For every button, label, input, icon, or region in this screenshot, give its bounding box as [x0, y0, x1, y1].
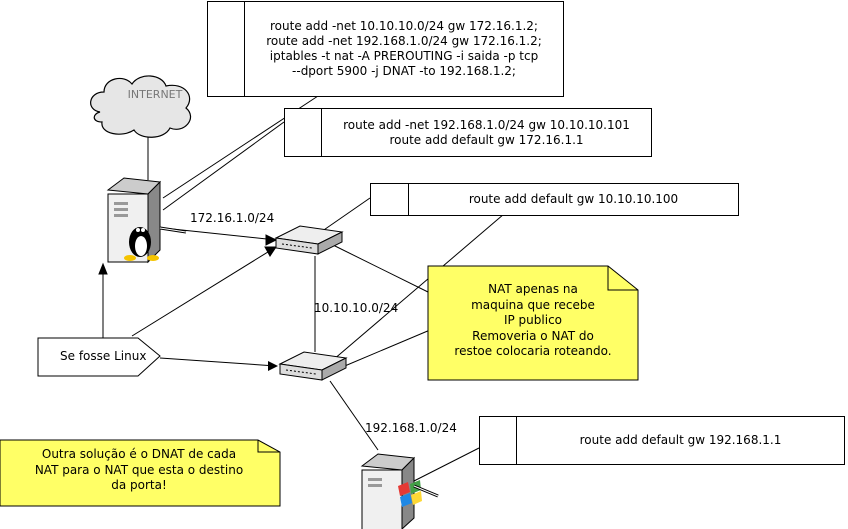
- note-line: maquina que recebe: [471, 297, 595, 312]
- callout-arrowhead: [268, 361, 278, 371]
- flag-red: [398, 482, 410, 496]
- router-icon: [274, 225, 344, 255]
- tux-eye: [141, 228, 145, 232]
- network-label: 172.16.1.0/24: [190, 211, 275, 225]
- router1-side: [317, 231, 343, 255]
- command-box-2: route add -net 192.168.1.0/24 gw 10.10.1…: [284, 108, 652, 157]
- command-line: route add -net 10.10.10.0/24 gw 172.16.1…: [270, 19, 538, 33]
- flag-yellow: [411, 491, 422, 505]
- callout-arrow-line: [159, 357, 277, 367]
- note-line: IP publico: [503, 313, 563, 327]
- link-router2-server2: [329, 380, 379, 451]
- link-callout-router1: [131, 246, 277, 337]
- network-label: 192.168.1.0/24: [365, 421, 457, 435]
- command-box-text: route add -net 192.168.1.0/24 gw 10.10.1…: [322, 109, 651, 156]
- command-box-4: route add default gw 192.168.1.1: [479, 416, 845, 465]
- router2-side: [321, 357, 347, 381]
- callout-shape: [37, 337, 161, 377]
- command-box-text: route add -net 10.10.10.0/24 gw 172.16.1…: [245, 2, 563, 96]
- router-icon: [278, 351, 348, 381]
- router2-ports: [285, 369, 317, 375]
- server-plug: [159, 227, 187, 233]
- command-box-tab: [480, 417, 517, 464]
- link-router2-nat: [339, 329, 431, 369]
- command-line: route add default gw 172.16.1.1: [389, 132, 584, 147]
- arrow-to-server: [98, 262, 108, 275]
- note-line: Outra solução é o DNAT de cada: [41, 447, 237, 461]
- leader-box3: [317, 197, 371, 235]
- cloud-label: INTERNET: [128, 88, 183, 101]
- linux-server-icon: [106, 177, 187, 264]
- server-bay: [114, 202, 128, 205]
- tux-belly: [135, 236, 147, 256]
- note-line: da porta!: [111, 478, 167, 492]
- note-line: restoe colocaria roteando.: [454, 344, 612, 358]
- leader-box2: [162, 121, 285, 211]
- arrow-to-router1-b: [264, 246, 277, 257]
- server-side-face: [147, 180, 161, 264]
- command-line: iptables -t nat -A PREROUTING -i saida -…: [269, 49, 539, 63]
- tux-eye: [136, 228, 140, 232]
- nat-note-shape: [427, 265, 639, 381]
- leader-box4: [411, 447, 480, 483]
- internet-cloud: INTERNET: [90, 75, 192, 138]
- nat-note-fold: [607, 266, 638, 291]
- link-router1-nat: [332, 244, 431, 294]
- dnat-note-text: Outra solução é o DNAT de cada NAT para …: [8, 447, 270, 494]
- server-bay: [114, 208, 128, 211]
- callout-label: Se fosse Linux: [60, 349, 147, 363]
- os-flag-logo-icon: [398, 480, 422, 507]
- tux-foot: [124, 255, 136, 261]
- command-line: route add -net 192.168.1.0/24 gw 10.10.1…: [343, 117, 630, 132]
- note-line: NAT apenas na: [488, 282, 578, 296]
- command-line: route add -net 192.168.1.0/24 gw 172.16.…: [266, 34, 542, 48]
- server2-bay: [368, 484, 382, 487]
- command-box-tab: [208, 2, 245, 96]
- cloud-shape: [90, 75, 192, 138]
- note-line: Removeria o NAT do: [472, 328, 594, 343]
- command-box-3: route add default gw 10.10.10.100: [370, 183, 739, 216]
- router1-ports: [281, 243, 313, 249]
- note-line: NAT para o NAT que esta o destino: [34, 462, 244, 477]
- command-box-text: route add default gw 192.168.1.1: [517, 417, 844, 464]
- tux-foot: [147, 255, 159, 261]
- command-box-tab: [285, 109, 322, 156]
- server2-plug: [413, 485, 439, 497]
- tux-penguin-icon: [124, 227, 159, 261]
- command-box-tab: [371, 184, 409, 215]
- network-label: 10.10.10.0/24: [314, 301, 399, 315]
- server-icon: [360, 453, 439, 529]
- dnat-note-shape: [0, 439, 281, 507]
- dnat-note-fold: [257, 440, 280, 453]
- command-line: route add default gw 10.10.10.100: [468, 192, 679, 206]
- command-line: route add default gw 192.168.1.1: [579, 433, 782, 447]
- arrow-to-router1: [265, 234, 278, 246]
- nat-note-text: NAT apenas na maquina que recebe IP publ…: [428, 282, 638, 360]
- server2-bay: [368, 478, 382, 481]
- server-bay: [114, 214, 128, 217]
- command-line: --dport 5900 -j DNAT -to 192.168.1.2;: [292, 64, 516, 78]
- link-router2-box3: [332, 213, 505, 361]
- flag-blue: [400, 493, 412, 507]
- command-box-1: route add -net 10.10.10.0/24 gw 172.16.1…: [207, 1, 564, 97]
- command-box-text: route add default gw 10.10.10.100: [409, 184, 738, 215]
